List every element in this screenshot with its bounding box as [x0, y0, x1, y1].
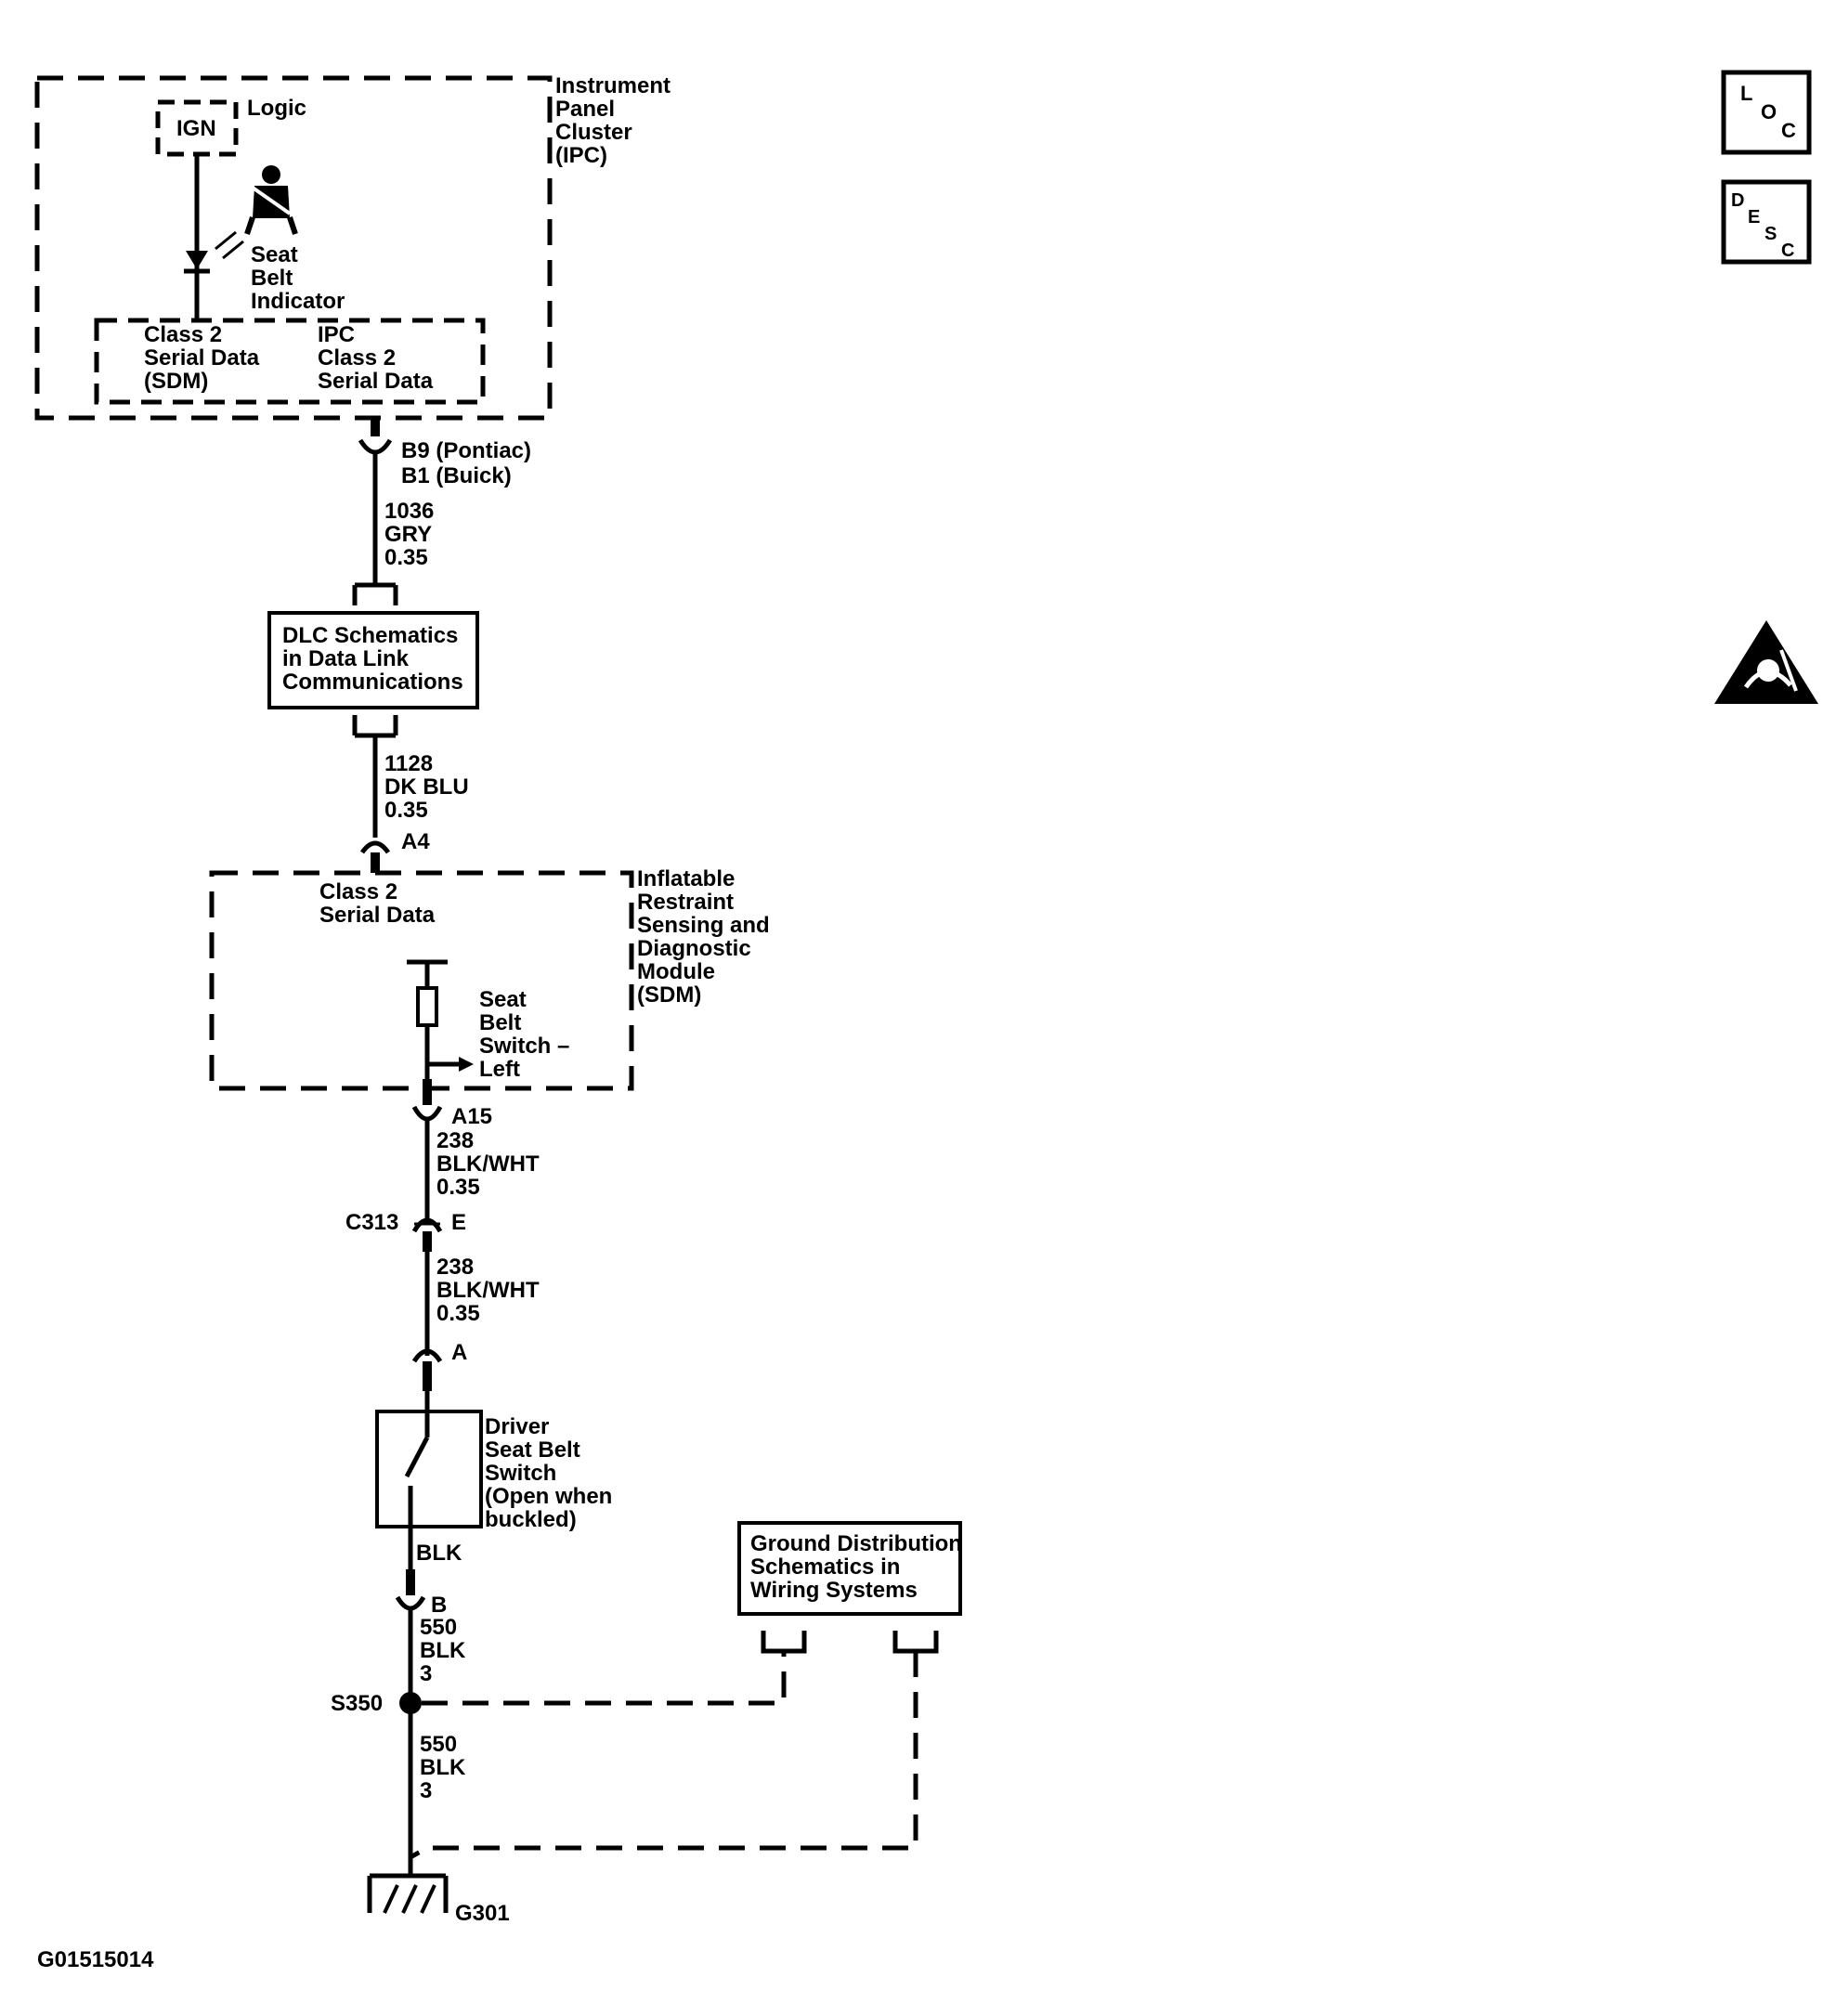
ground-ref-stub-right — [892, 1631, 939, 1654]
svg-text:D: D — [1731, 190, 1744, 211]
wire-1036-label: 1036 GRY 0.35 — [384, 499, 440, 570]
splice-s350-dot — [399, 1692, 422, 1714]
wire-238-upper-label: 238 BLK/WHT 0.35 — [436, 1128, 545, 1200]
ground-ref-stub-left — [761, 1631, 807, 1654]
pin-a4-label: A4 — [401, 829, 430, 854]
splice-s350-label: S350 — [331, 1691, 383, 1716]
class2-serial-box — [94, 318, 486, 405]
connector-a-symbol — [411, 1348, 443, 1363]
dlc-bottom-stub — [352, 715, 398, 738]
svg-text:O: O — [1761, 100, 1777, 124]
svg-text:S: S — [1764, 224, 1777, 244]
sdm-switch-label: Seat Belt Switch – Left — [479, 987, 576, 1082]
logic-label: Logic — [247, 96, 306, 121]
ground-distribution-box: Ground Distribution Schematics in Wiring… — [737, 1521, 969, 1616]
wire-1128-label: 1128 DK BLU 0.35 — [384, 751, 475, 823]
sdm-module: Inflatable Restraint Sensing and Diagnos… — [209, 866, 775, 1091]
serial-data-sdm-label: Class 2 Serial Data (SDM) — [144, 322, 266, 394]
pin-b-label: B — [431, 1593, 447, 1618]
sdm-boundary — [209, 870, 634, 1091]
serial-data-ipc-label: IPC Class 2 Serial Data — [318, 322, 434, 394]
wire-blk-label: BLK — [416, 1541, 462, 1566]
connector-b-symbol — [395, 1595, 426, 1611]
figure-id-label: G01515014 — [37, 1947, 154, 1972]
ground-box-frame — [737, 1521, 962, 1616]
pin-b9-label: B9 (Pontiac) — [401, 438, 531, 463]
pin-a15-label: A15 — [451, 1104, 492, 1129]
loc-icon[interactable]: L O C — [1721, 70, 1812, 155]
sense-arrow-icon — [459, 1057, 474, 1072]
connector-a4-symbol — [359, 840, 391, 854]
wire-550-lower-label: 550 BLK 3 — [420, 1732, 472, 1803]
dlc-box-label: DLC Schematics in Data Link Communicatio… — [282, 623, 464, 695]
ground-box-label: Ground Distribution Schematics in Wiring… — [750, 1531, 969, 1603]
svg-text:E: E — [1748, 207, 1760, 228]
dlc-top-stub — [352, 582, 398, 605]
splice-ground-ref-dashed — [422, 1651, 787, 1706]
ipc-boundary — [34, 75, 553, 421]
driver-seat-belt-switch: Driver Seat Belt Switch (Open when buckl… — [375, 1391, 619, 1569]
connector-c313-symbol — [411, 1217, 443, 1233]
dlc-schematics-box: DLC Schematics in Data Link Communicatio… — [267, 611, 479, 709]
ipc-module: Instrument Panel Cluster (IPC) IGN Logic… — [34, 73, 677, 421]
desc-icon[interactable]: D E S C — [1721, 179, 1812, 265]
airbag-warning-icon — [1714, 620, 1818, 704]
light-rays-icon — [215, 230, 244, 260]
seat-belt-indicator-icon — [244, 165, 298, 235]
pin-e-label: E — [451, 1210, 466, 1235]
connector-c313-label: C313 — [345, 1210, 398, 1235]
pin-a-label: A — [451, 1340, 467, 1365]
connector-b9-symbol — [358, 438, 393, 455]
svg-text:C: C — [1781, 119, 1796, 142]
dlc-box-frame — [267, 611, 479, 709]
ground-ref-dashed — [409, 1651, 918, 1860]
sdm-label: Inflatable Restraint Sensing and Diagnos… — [637, 866, 775, 1008]
connector-a15-symbol — [411, 1105, 443, 1122]
switch-blade — [404, 1436, 430, 1478]
ipc-label: Instrument Panel Cluster (IPC) — [555, 73, 677, 168]
ign-label: IGN — [176, 116, 216, 141]
pullup-resistor — [416, 986, 438, 1027]
wire-550-upper-label: 550 BLK 3 — [420, 1615, 472, 1686]
ground-g301-label: G301 — [455, 1901, 510, 1926]
sdm-serial-label: Class 2 Serial Data — [319, 879, 436, 928]
led-diode — [186, 251, 208, 269]
seat-belt-indicator-label: Seat Belt Indicator — [251, 242, 345, 314]
svg-text:C: C — [1781, 241, 1794, 261]
svg-text:L: L — [1740, 82, 1752, 105]
pin-b1-label: B1 (Buick) — [401, 463, 512, 488]
wire-238-lower-label: 238 BLK/WHT 0.35 — [436, 1255, 545, 1326]
driver-switch-label: Driver Seat Belt Switch (Open when buckl… — [485, 1414, 619, 1532]
ground-g301-icon — [367, 1857, 449, 1914]
